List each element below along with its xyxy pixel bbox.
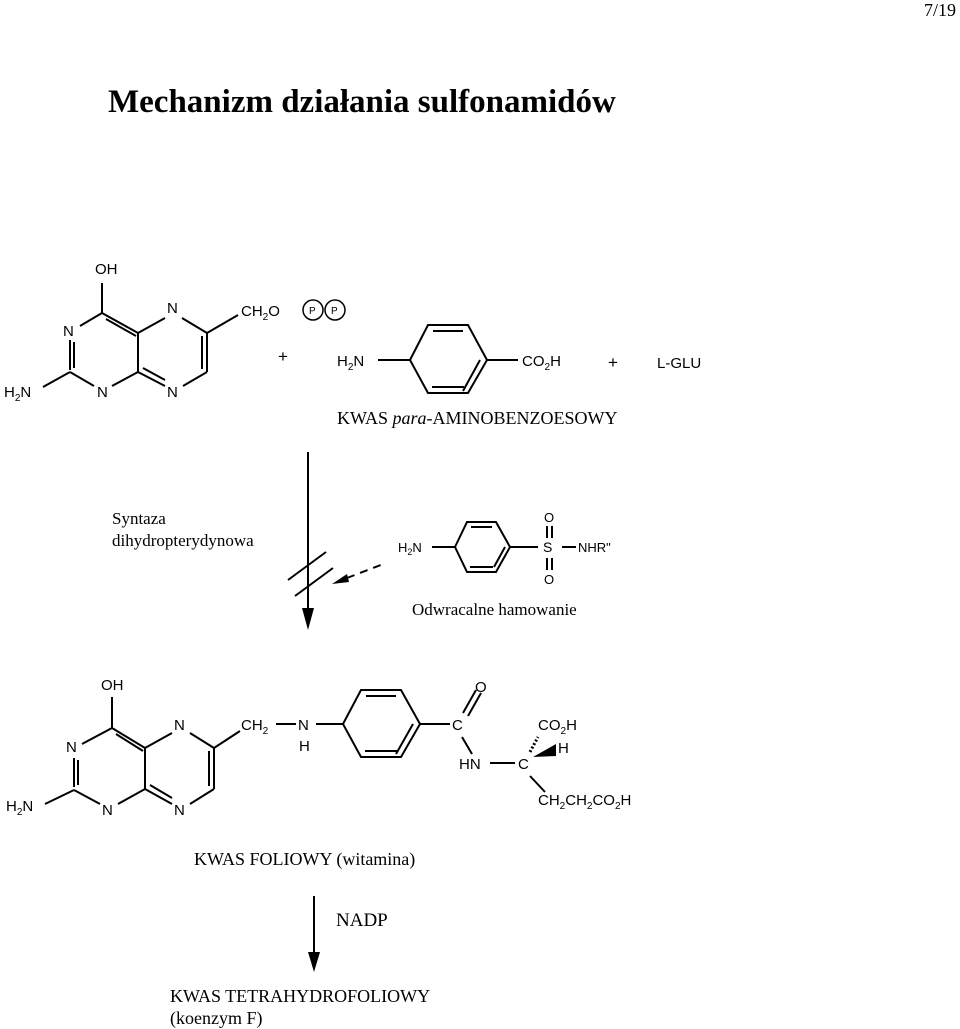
folic-side-chain: CH2CH2CO2H	[538, 792, 631, 812]
phosphate-2: P	[331, 306, 338, 317]
sulfa-o2: O	[544, 572, 554, 587]
l-glu-label: L-GLU	[657, 355, 701, 372]
sulfonamide-structure	[432, 521, 576, 573]
sulfa-amine: H2N	[398, 540, 422, 557]
enzyme-label-2: dihydropterydynowa	[112, 531, 254, 550]
pterin-n4: N	[167, 384, 178, 401]
synthesis-arrow	[287, 452, 387, 612]
folic-caption: KWAS FOLIOWY (witamina)	[194, 849, 415, 870]
paba-amine: H2N	[337, 353, 364, 373]
product-label-1: KWAS TETRAHYDROFOLIOWY	[170, 986, 430, 1006]
folic-n4: N	[174, 802, 185, 819]
folic-o: O	[475, 679, 487, 696]
folic-acid-structure	[44, 689, 546, 805]
folic-c: C	[452, 717, 463, 734]
folic-hn: HN	[459, 756, 481, 773]
paba-acid: CO2H	[522, 353, 561, 373]
folic-h2n: H2N	[6, 798, 33, 818]
nadp-label: NADP	[336, 910, 388, 931]
folic-ch2: CH2	[241, 717, 269, 737]
pterin-n1: N	[63, 323, 74, 340]
folic-co2h: CO2H	[538, 717, 577, 737]
sulfa-o1: O	[544, 510, 554, 525]
phosphate-1: P	[309, 306, 316, 317]
pterin-ch2o: CH2O	[241, 303, 280, 323]
plus-1: +	[278, 347, 288, 366]
product-label-2: (koenzym F)	[170, 1008, 262, 1029]
plus-2: +	[608, 353, 618, 372]
folic-h: H	[558, 740, 569, 757]
paba-structure	[378, 324, 518, 394]
folic-oh: OH	[101, 677, 124, 694]
slide-title: Mechanizm działania sulfonamidów	[108, 84, 616, 120]
folic-n1: N	[66, 739, 77, 756]
sulfa-caption: Odwracalne hamowanie	[412, 600, 577, 619]
folic-n3: N	[102, 802, 113, 819]
folic-nh-n: N	[298, 717, 309, 734]
paba-caption: KWAS para-AMINOBENZOESOWY	[337, 408, 618, 428]
folic-nh-h: H	[299, 738, 310, 755]
folic-n2: N	[174, 717, 185, 734]
pterin-oh: OH	[95, 261, 118, 278]
pterin-n3: N	[97, 384, 108, 401]
enzyme-label-1: Syntaza	[112, 509, 166, 528]
sulfa-nhr: NHR"	[578, 540, 611, 555]
sulfa-s: S	[543, 539, 552, 555]
pterin-structure	[42, 283, 346, 388]
pterin-h2n: H2N	[4, 384, 31, 404]
page-number: 7/19	[923, 0, 956, 20]
pterin-n2: N	[167, 300, 178, 317]
folic-c-alpha: C	[518, 756, 529, 773]
